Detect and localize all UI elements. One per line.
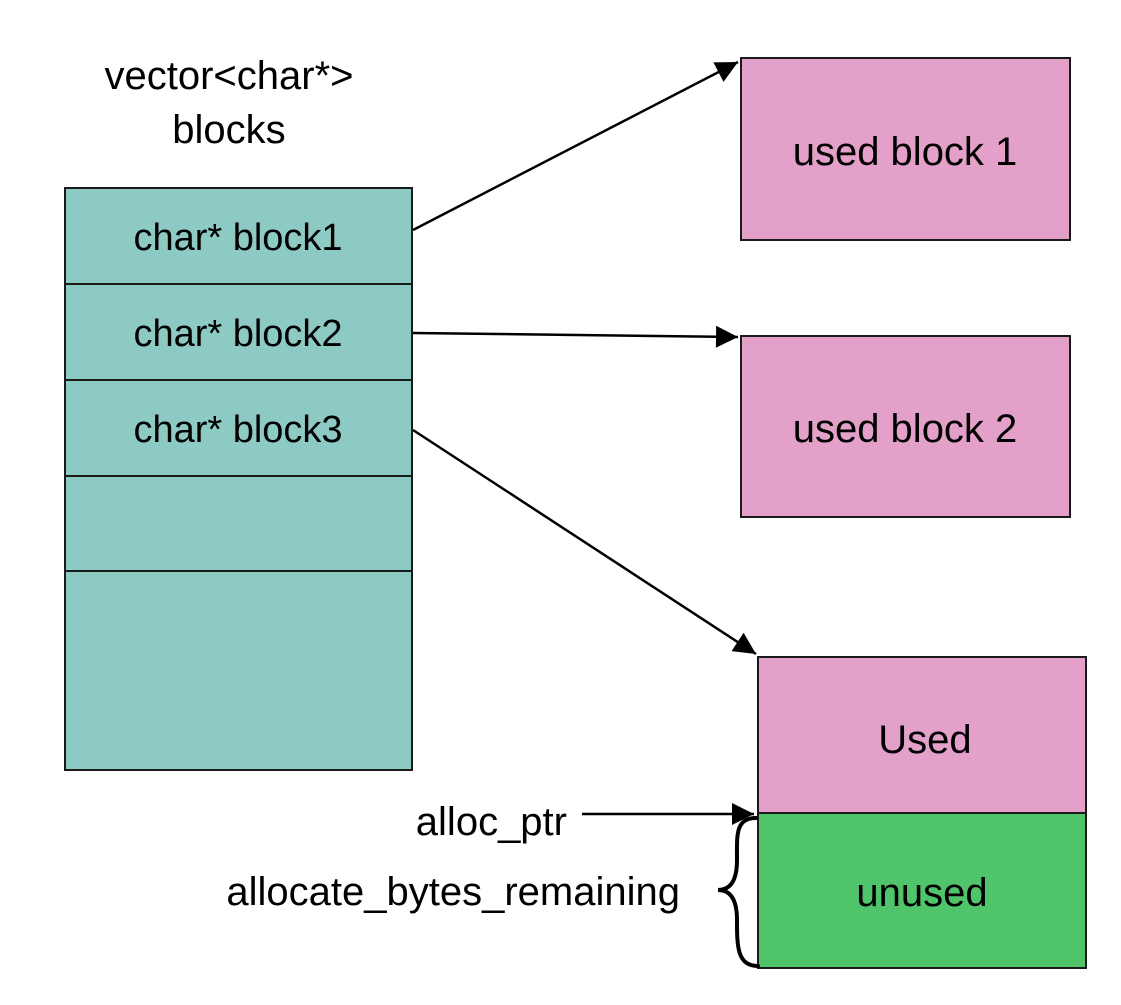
vector-cell-3: [64, 379, 413, 477]
used-block-2-label: used block 2: [793, 407, 1018, 451]
vector-cell-2: [64, 283, 413, 381]
current-block-unused-box: [757, 812, 1087, 969]
used-block-2-box: [740, 335, 1071, 518]
arrow-block1-to-used-block-1: [412, 60, 739, 232]
used-block-1-label: used block 1: [793, 130, 1018, 174]
used-block-1: used block 1: [740, 57, 1071, 241]
vector-cell-5: [64, 570, 413, 771]
vector-title-line1: vector<char*>: [104, 54, 353, 98]
arrow-block3-to-current-block: [412, 428, 757, 656]
used-block-2: used block 2: [740, 335, 1071, 518]
vector-cell-label-3: char* block3: [133, 409, 342, 451]
vector-cell-label-1: char* block1: [133, 217, 342, 259]
used-block-1-box: [740, 57, 1071, 241]
current-block-used-box: [757, 656, 1087, 814]
current-block-unused-label: unused: [856, 871, 987, 915]
vector-cell-1: [64, 187, 413, 285]
vector-cell-label-2: char* block2: [133, 313, 342, 355]
arrow-block2-to-used-block-2: [412, 325, 739, 348]
current-block: Used unused: [757, 656, 1087, 969]
vector-title-line2: blocks: [172, 108, 285, 152]
current-block-used-label: Used: [878, 718, 971, 762]
vector-cell-4: [64, 475, 413, 572]
alloc-ptr-label: alloc_ptr: [416, 800, 567, 844]
remaining-bytes-brace: [717, 816, 760, 968]
remaining-bytes-label: allocate_bytes_remaining: [226, 870, 680, 914]
vector-array: char* block1 char* block2 char* block3: [64, 187, 413, 771]
